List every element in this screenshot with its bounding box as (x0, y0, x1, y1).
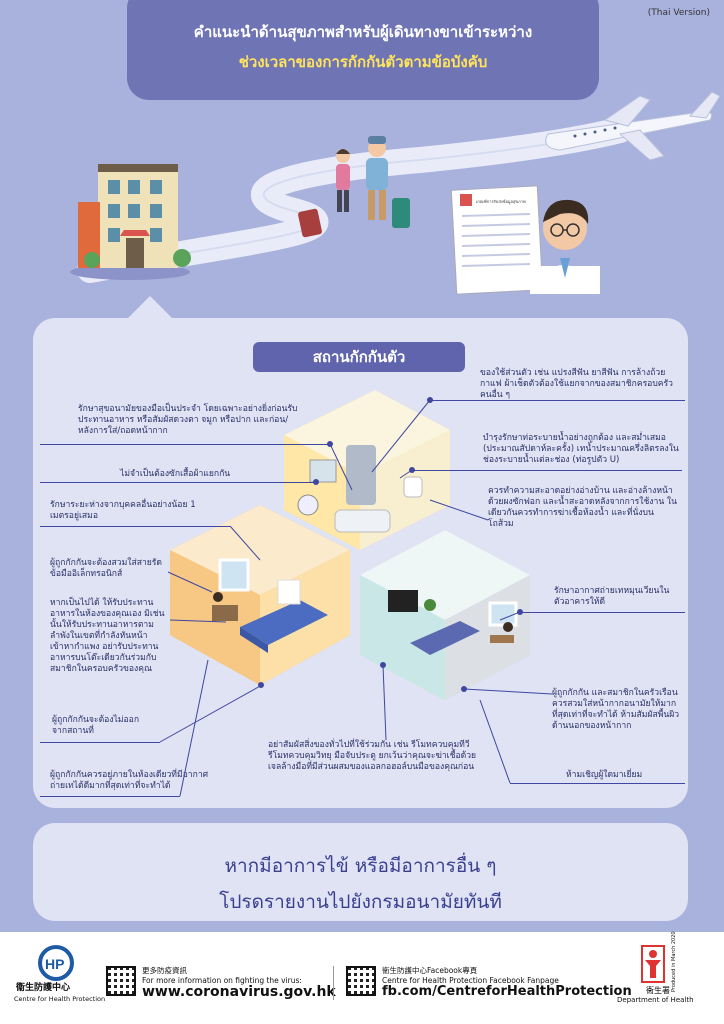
living-room (360, 530, 530, 700)
building-icon (70, 164, 191, 280)
note-hygiene: รักษาสุขอนามัยของมือเป็นประจำ โดยเฉพาะอย… (78, 404, 298, 436)
chp-name-en: Centre for Health Protection (14, 995, 106, 1003)
fb-zh: 衞生防護中心Facebook專頁 (382, 966, 478, 975)
title-line-1: คำแนะนำด้านสุขภาพสำหรับผู้เดินทางขาเข้าร… (193, 23, 533, 41)
note-mask: ผู้ถูกกักกันจะต้องสวมใส่สายรัดข้อมืออิเล… (50, 558, 162, 579)
leader-line (520, 612, 685, 613)
note-meals: หากเป็นไปได้ ให้รับประทานอาหารในห้องของค… (50, 598, 165, 674)
leader-line (40, 796, 180, 797)
leader-dot (313, 479, 319, 485)
hero-illustration: เกณฑ์การรับส่งข้อมูลสุขภาพ (70, 91, 721, 295)
fb-url-link[interactable]: fb.com/CentreforHealthProtection (382, 984, 632, 999)
leader-line (40, 482, 315, 483)
doctor-icon (530, 199, 600, 294)
leader-line (430, 400, 685, 401)
note-personal-items: ของใช้ส่วนตัว เช่น แปรงสีฟัน ยาสีฟัน การ… (480, 368, 673, 400)
doh-name-en: Department of Health (617, 996, 694, 1004)
note-distance: รักษาระยะห่างจากบุคคลอื่นอย่างน้อย 1 เมต… (50, 500, 196, 521)
report-line-1: หากมีอาการไข้ หรือมีอาการอื่น ๆ (224, 855, 497, 877)
report-panel: หากมีอาการไข้ หรือมีอาการอื่น ๆ โปรดรายง… (33, 823, 688, 921)
note-drain: บำรุงรักษาท่อระบายน้ำอย่างถูกต้อง และสม่… (483, 433, 679, 465)
bedroom (170, 505, 350, 685)
note-family-mask: ผู้ถูกกักกัน และสมาชิกในครัวเรือนควรสวมใ… (552, 688, 680, 731)
qr-code-facebook[interactable] (346, 966, 376, 996)
quarantine-rooms-illustration (170, 390, 530, 700)
chp-logo-icon: HP (38, 945, 74, 981)
qr-code-coronavirus[interactable] (106, 966, 136, 996)
footer: HP 衞生防護中心 Centre for Health Protection 更… (0, 931, 724, 1024)
bathroom (284, 390, 450, 550)
footer-divider (333, 966, 334, 1000)
panel-pointer (124, 296, 176, 322)
leader-line (40, 742, 160, 743)
note-toilet: ควรทำความสะอาดอย่างอ่างบ้าน และอ่างล้างห… (488, 486, 678, 529)
note-towels: ไม่จำเป็นต้องซักเสื้อผ้าแยกกัน (120, 469, 231, 479)
section-label: สถานกักกันตัว (253, 342, 465, 372)
health-form-header: เกณฑ์การรับส่งข้อมูลสุขภาพ (476, 199, 526, 205)
title-banner: คำแนะนำด้านสุขภาพสำหรับผู้เดินทางขาเข้าร… (127, 0, 599, 100)
report-line-2: โปรดรายงานไปยังกรมอนามัยทันที (219, 891, 502, 913)
leader-line (510, 783, 685, 784)
svg-text:HP: HP (45, 956, 64, 972)
airplane-icon (545, 91, 721, 161)
note-visitors: ห้ามเชิญผู้ใดมาเยี่ยม (566, 770, 643, 780)
note-shared-items: อย่าสัมผัสสิ่งของทั่วไปที่ใช้ร่วมกัน เช่… (268, 740, 477, 772)
doh-name-zh: 衞生署 (646, 986, 670, 995)
leader-line (412, 470, 682, 471)
health-form-icon: เกณฑ์การรับส่งข้อมูลสุขภาพ (450, 185, 544, 295)
produced-date: Produced in March 2020 (671, 931, 677, 992)
travellers-icon (298, 136, 410, 238)
department-of-health-logo-icon (641, 945, 665, 983)
info-en: For more information on fighting the vir… (142, 976, 302, 985)
note-ventilation: รักษาอากาศถ่ายเทหมุนเวียนในตัวอาคารให้ดี (554, 586, 670, 607)
info-zh: 更多防疫資訊 (142, 966, 187, 975)
chp-name-zh: 衞生防護中心 (16, 983, 71, 993)
leader-line (40, 444, 330, 445)
title-line-2: ช่วงเวลาของการกักกันตัวตามข้อบังคับ (238, 53, 488, 71)
note-separate-room: ผู้ถูกกักกันควรอยู่ภายในห้องเดียวที่มีอา… (50, 770, 209, 791)
info-url-link[interactable]: www.coronavirus.gov.hk (142, 984, 336, 1000)
fb-en: Centre for Health Protection Facebook Fa… (382, 976, 559, 985)
version-tag: (Thai Version) (647, 8, 710, 18)
leader-line (40, 526, 230, 527)
note-no-leave: ผู้ถูกกักกันจะต้องไม่ออกจากสถานที่ (52, 715, 140, 736)
